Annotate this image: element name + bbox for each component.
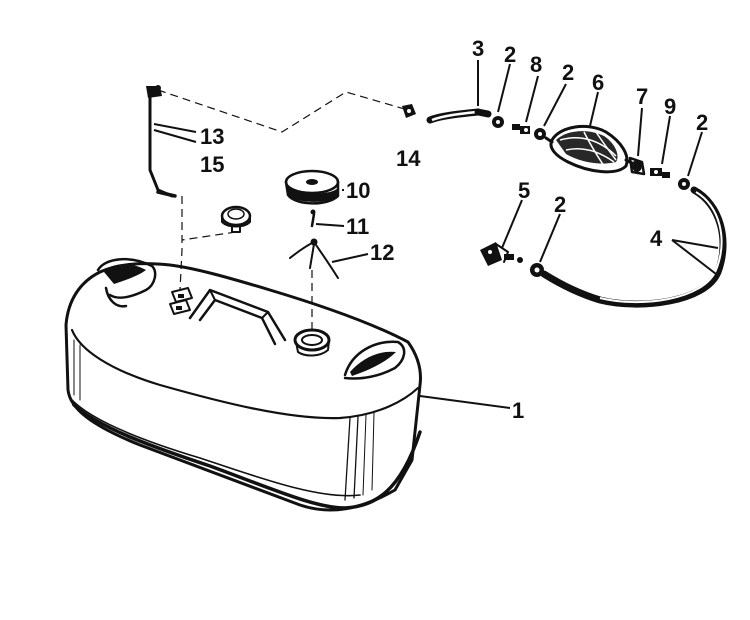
tank-fittings <box>169 287 193 315</box>
callout-8: 8 <box>530 52 542 77</box>
leader-lines <box>153 60 719 409</box>
alignment-lines <box>157 89 409 330</box>
callout-2-clamp-a: 2 <box>504 42 516 67</box>
callout-3: 3 <box>472 36 484 61</box>
callouts: 1 2 2 2 2 3 4 5 6 7 8 9 10 11 12 13 14 1… <box>200 36 708 423</box>
callout-4: 4 <box>650 226 663 251</box>
callout-15: 15 <box>200 152 224 177</box>
filler-neck <box>293 328 331 357</box>
callout-7: 7 <box>636 84 648 109</box>
primer-bulb <box>544 125 636 174</box>
fuel-gauge <box>220 205 252 233</box>
callout-2-clamp-d: 2 <box>554 192 566 217</box>
short-hose <box>426 108 492 124</box>
callout-13: 13 <box>200 124 224 149</box>
left-grip <box>96 258 157 308</box>
callout-1: 1 <box>512 398 524 423</box>
check-valve-fitting <box>512 124 530 134</box>
outlet-valve <box>628 156 646 176</box>
pickup-tube <box>146 85 177 198</box>
carry-handle <box>188 288 287 346</box>
callout-5: 5 <box>518 178 530 203</box>
outlet-fitting <box>650 168 670 178</box>
right-grip <box>343 340 406 380</box>
cap-retainer <box>289 238 339 279</box>
engine-connector <box>480 242 523 266</box>
fuel-hose <box>540 186 727 308</box>
callout-14: 14 <box>396 146 421 171</box>
callout-11: 11 <box>346 214 369 239</box>
callout-2-clamp-b: 2 <box>562 60 574 85</box>
tank-connector <box>402 104 416 118</box>
hose-clamps <box>492 116 690 277</box>
callout-6: 6 <box>592 70 604 95</box>
callout-12: 12 <box>370 240 394 265</box>
callout-10: 10 <box>346 178 370 203</box>
fuel-tank <box>64 258 422 512</box>
callout-9: 9 <box>664 94 676 119</box>
filler-cap <box>284 169 340 205</box>
callout-2-clamp-c: 2 <box>696 110 708 135</box>
cap-screw <box>310 209 316 228</box>
